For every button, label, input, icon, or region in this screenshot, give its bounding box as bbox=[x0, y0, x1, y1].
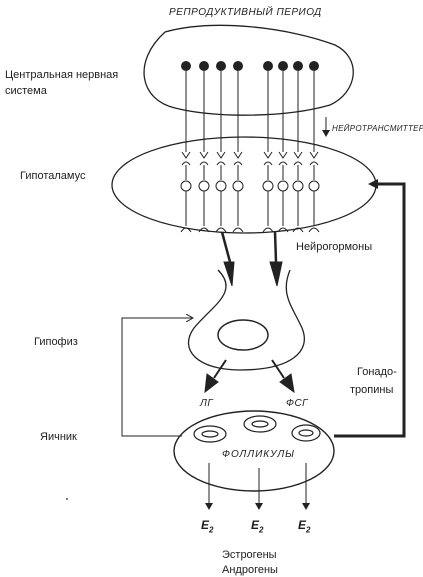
e2-label-3: E2 bbox=[298, 518, 310, 534]
estrogens-label: Эстрогены bbox=[222, 549, 277, 562]
cns-label: Центральная нервная система bbox=[5, 67, 133, 99]
pituitary-inner bbox=[218, 320, 268, 350]
hypothalamus-shape bbox=[112, 137, 376, 233]
title: РЕПРОДУКТИВНЫЙ ПЕРИОД bbox=[169, 6, 322, 19]
neurotransmitters-label: НЕЙРОТРАНСМИТТЕРЫ bbox=[332, 122, 423, 135]
cns-shape bbox=[144, 25, 353, 115]
e2-label-2: E2 bbox=[251, 518, 263, 534]
e2-label-1: E2 bbox=[201, 518, 213, 534]
cns-neurons bbox=[181, 61, 319, 71]
lh-label: ЛГ bbox=[200, 397, 213, 410]
ovary-label: Яичник bbox=[40, 431, 77, 444]
follicles-label: ФОЛЛИКУЛЫ bbox=[222, 448, 295, 461]
stray-mark bbox=[66, 498, 68, 500]
follicles bbox=[194, 416, 320, 442]
gonadotropin-feedback-line bbox=[334, 184, 404, 436]
androgens-label: Андрогены bbox=[222, 564, 278, 577]
pituitary-label: Гипофиз bbox=[34, 336, 78, 349]
hypothalamus-label: Гипоталамус bbox=[20, 170, 85, 183]
neurohormones-label: Нейрогормоны bbox=[296, 241, 372, 254]
neurohormone-arrows bbox=[222, 232, 282, 286]
gonadotropins-label-line2: тропины bbox=[350, 384, 393, 397]
hypothalamic-neurons bbox=[181, 152, 319, 232]
gonadotropins-label-line1: Гонадо- bbox=[357, 366, 397, 379]
feedback-arrowhead bbox=[368, 179, 378, 189]
fsh-label: ФСГ bbox=[286, 397, 308, 410]
ovary-feedback-line bbox=[122, 318, 192, 436]
